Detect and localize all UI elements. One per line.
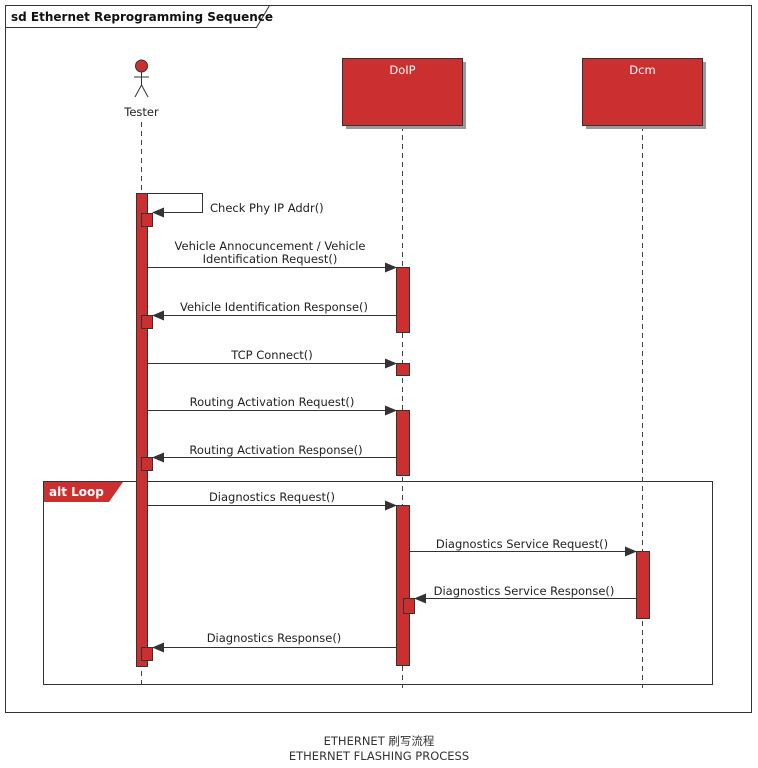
message-tcp-connect-label: TCP Connect()	[230, 348, 313, 362]
doip-activation-diagnostics	[396, 505, 410, 666]
message-diagnostics-request-label: Diagnostics Request()	[209, 490, 335, 504]
message-diagnostics-service-response: Diagnostics Service Response()	[414, 584, 636, 604]
tester-activation-vehicle-id-response	[141, 315, 153, 329]
message-check-phy-label: Check Phy IP Addr()	[210, 201, 324, 215]
doip-label: DoIP	[389, 63, 415, 77]
message-diagnostics-request: Diagnostics Request()	[147, 490, 397, 511]
doip-header	[342, 58, 463, 126]
doip-activation-service-response	[403, 598, 415, 614]
message-routing-activation-request-label: Routing Activation Request()	[190, 395, 355, 409]
message-check-phy-arrow	[147, 193, 203, 218]
alt-fragment	[43, 481, 713, 685]
message-routing-activation-response: Routing Activation Response()	[152, 443, 396, 463]
diagram-frame	[5, 5, 752, 713]
message-vehicle-identification-response: Vehicle Identification Response()	[152, 300, 396, 321]
alt-fragment-tab	[44, 482, 123, 502]
message-vehicle-announcement-label-line-1: Vehicle Annocuncement / Vehicle	[175, 239, 366, 253]
caption-line-2: ETHERNET FLASHING PROCESS	[288, 749, 470, 763]
dcm-activation-service	[636, 551, 650, 619]
tester-activation-routing-response	[141, 457, 153, 471]
caption-line-1: ETHERNET 刷写流程	[323, 734, 435, 748]
tester-actor-icon	[134, 59, 149, 98]
frame-title-tab	[5, 5, 270, 28]
doip-activation-tcp	[396, 363, 410, 376]
message-diagnostics-service-response-label: Diagnostics Service Response()	[434, 584, 615, 598]
message-diagnostics-service-request: Diagnostics Service Request()	[409, 537, 637, 557]
message-tcp-connect: TCP Connect()	[147, 348, 397, 369]
tester-activation-diagnostics-response	[141, 647, 153, 661]
tester-activation-bar	[136, 193, 148, 667]
message-diagnostics-response-label: Diagnostics Response()	[207, 631, 342, 645]
frame-title: sd Ethernet Reprogramming Sequence	[11, 10, 273, 24]
message-routing-activation-request: Routing Activation Request()	[147, 395, 397, 416]
dcm-header	[582, 58, 703, 126]
alt-fragment-title: alt Loop	[49, 485, 104, 499]
message-vehicle-announcement: Vehicle Annocuncement / Vehicle Identifi…	[147, 239, 397, 273]
message-check-phy: Check Phy IP Addr()	[147, 193, 324, 218]
tester-label: Tester	[123, 105, 159, 119]
doip-activation-routing	[396, 410, 410, 476]
dcm-label: Dcm	[629, 63, 655, 77]
message-vehicle-identification-response-label: Vehicle Identification Response()	[180, 300, 368, 314]
doip-activation-vehicle-id	[396, 267, 410, 333]
message-diagnostics-service-request-label: Diagnostics Service Request()	[436, 537, 608, 551]
message-routing-activation-response-label: Routing Activation Response()	[189, 443, 362, 457]
message-diagnostics-response: Diagnostics Response()	[152, 631, 396, 653]
tester-activation-check-phy	[141, 213, 153, 227]
message-vehicle-announcement-label-line-2: Identification Request()	[203, 252, 338, 266]
